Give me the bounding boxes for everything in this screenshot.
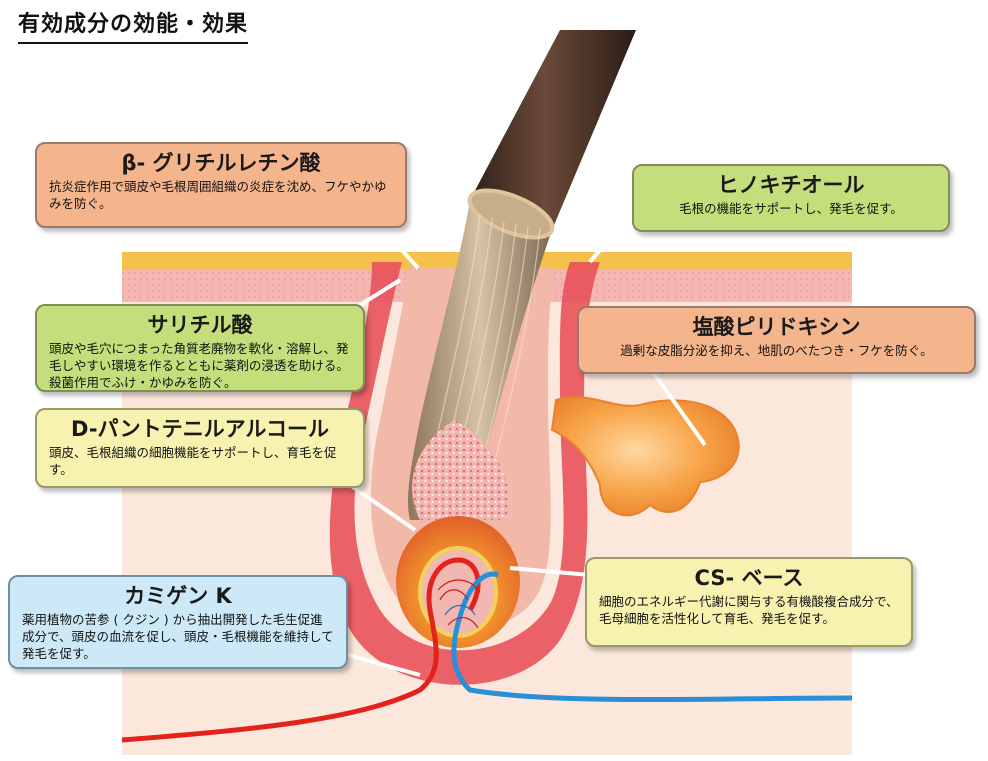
callout-title: サリチル酸 (147, 313, 253, 337)
callout-title: カミゲン K (124, 584, 232, 608)
callout-body: 頭皮や毛穴につまった角質老廃物を軟化・溶解し、発毛しやすい環境を作るとともに薬剤… (49, 341, 349, 390)
hair-bulb (412, 420, 509, 520)
callout-body: 抗炎症作用で頭皮や毛根周囲組織の炎症を沈め、フケやかゆみを防ぐ。 (49, 179, 387, 211)
callout-body: 細胞のエネルギー代謝に関与する有機酸複合成分で、毛母細胞を活性化して育毛、発毛を… (599, 594, 899, 626)
hair-shaft (470, 30, 636, 230)
callout-hinokitiol: ヒノキチオール 毛根の機能をサポートし、発毛を促す。 (632, 164, 950, 232)
callout-salicylic-acid: サリチル酸 頭皮や毛穴につまった角質老廃物を軟化・溶解し、発毛しやすい環境を作る… (35, 304, 365, 392)
callout-pyridoxine-hydrochloride: 塩酸ピリドキシン 過剰な皮脂分泌を抑え、地肌のべたつき・フケを防ぐ。 (577, 306, 976, 374)
artery (121, 557, 481, 743)
callout-body: 毛根の機能をサポートし、発毛を促す。 (679, 201, 903, 216)
callout-title: 塩酸ピリドキシン (692, 315, 861, 339)
hair-cross-section (467, 188, 555, 240)
callout-body: 過剰な皮脂分泌を抑え、地肌のべたつき・フケを防ぐ。 (620, 343, 933, 358)
capillaries (437, 579, 481, 629)
callout-title: β- グリチルレチン酸 (121, 151, 321, 175)
callout-cs-base: CS- ベース 細胞のエネルギー代謝に関与する有機酸複合成分で、毛母細胞を活性化… (585, 557, 913, 647)
callout-body: 頭皮、毛根組織の細胞機能をサポートし、育毛を促す。 (49, 445, 337, 477)
callout-title: CS- ベース (694, 566, 804, 590)
callout-d-panthenol: D-パントテニルアルコール 頭皮、毛根組織の細胞機能をサポートし、育毛を促す。 (35, 408, 365, 488)
vein (451, 571, 853, 703)
follicle-outer-sheath (329, 262, 600, 685)
callout-title: D-パントテニルアルコール (71, 417, 329, 441)
callout-body: 薬用植物の苦参 ( クジン ) から抽出開発した毛生促進成分で、頭皮の血流を促し… (22, 612, 334, 661)
page-title: 有効成分の効能・効果 (18, 6, 249, 44)
callout-title: ヒノキチオール (717, 173, 865, 197)
callout-beta-glycyrrhetinic-acid: β- グリチルレチン酸 抗炎症作用で頭皮や毛根周囲組織の炎症を沈め、フケやかゆみ… (35, 142, 407, 228)
callout-kamigen-k: カミゲン K 薬用植物の苦参 ( クジン ) から抽出開発した毛生促進成分で、頭… (8, 575, 348, 669)
